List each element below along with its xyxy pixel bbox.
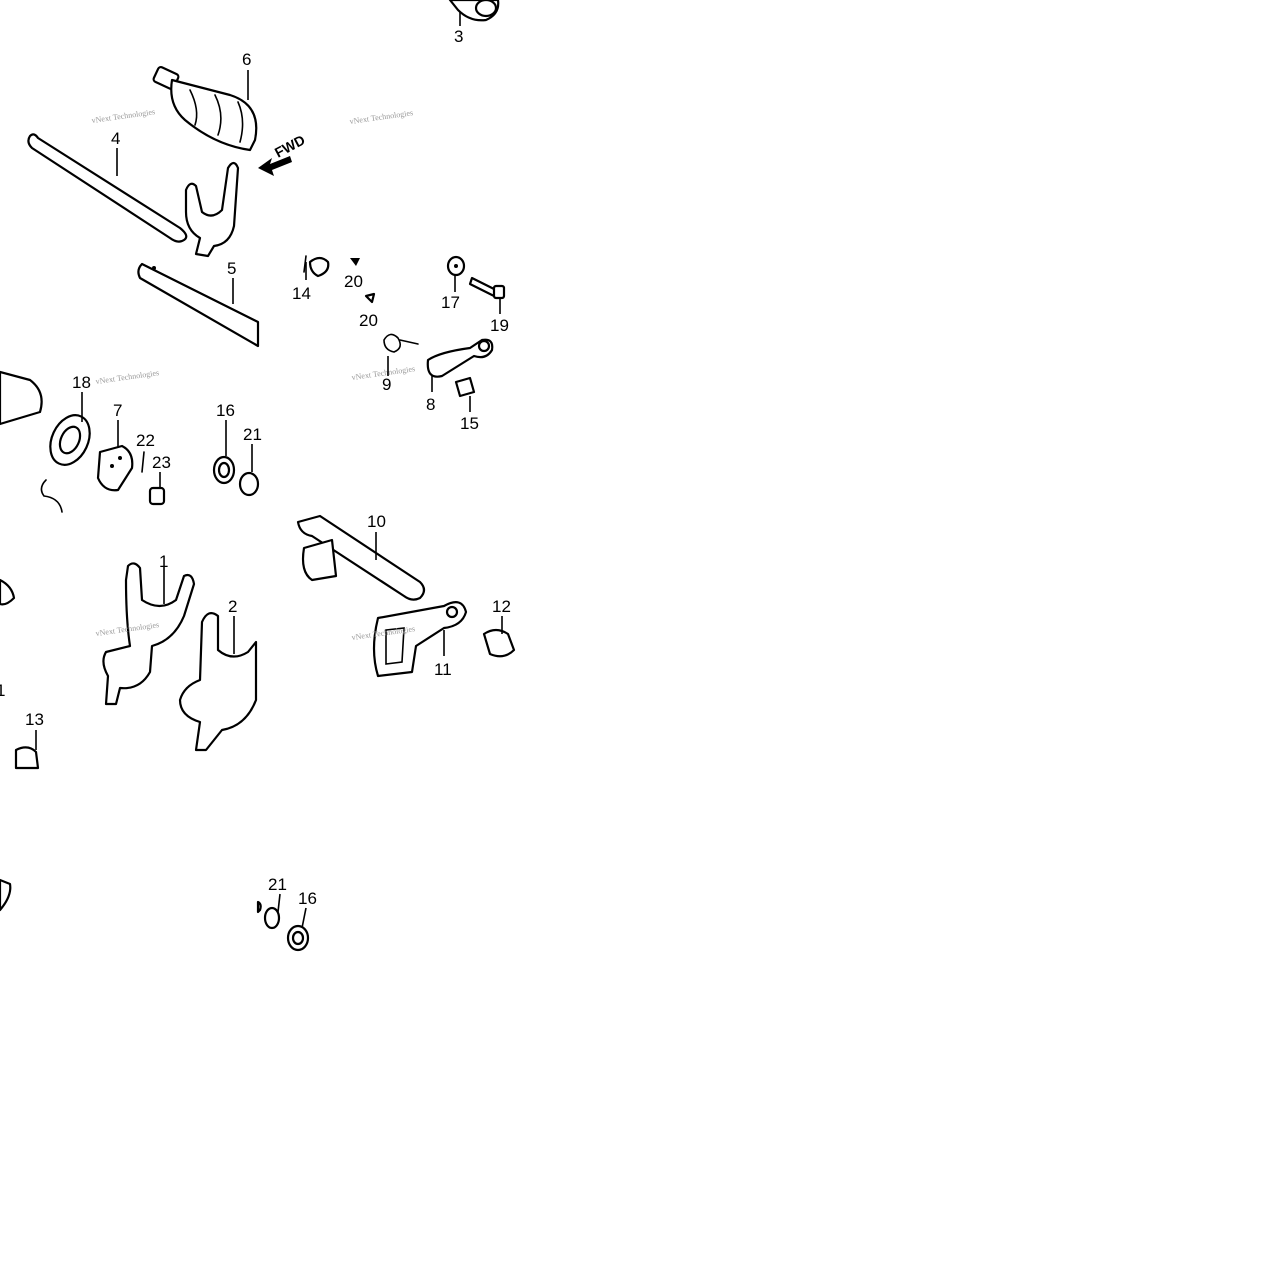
callout-23: 23 (152, 453, 171, 472)
part-3 (448, 0, 500, 22)
watermark-2: vNext Technologies (95, 368, 160, 386)
callout-1-left: 1 (0, 681, 5, 700)
callout-16-bottom: 16 (298, 889, 317, 908)
callout-18: 18 (72, 373, 91, 392)
fork-shaft (27, 133, 188, 243)
guide-bar (137, 262, 260, 348)
callout-16-top: 16 (216, 401, 235, 420)
shift-drum (152, 65, 258, 152)
washers-top (212, 455, 260, 497)
callout-1: 1 (159, 552, 168, 571)
callout-21-bottom: 21 (268, 875, 287, 894)
callout-2: 2 (228, 597, 237, 616)
callout-10: 10 (367, 512, 386, 531)
watermark-3: vNext Technologies (349, 108, 414, 126)
shift-forks (0, 562, 258, 770)
callout-14: 14 (292, 284, 311, 303)
callout-21-top: 21 (243, 425, 262, 444)
callout-4: 4 (111, 129, 120, 148)
leader-lines (35, 12, 503, 929)
callout-9: 9 (382, 375, 391, 394)
shift-spindle (296, 514, 516, 678)
stopper-arm-parts (303, 255, 506, 398)
callout-15: 15 (460, 414, 479, 433)
callout-3: 3 (454, 27, 463, 46)
callout-22: 22 (136, 431, 155, 450)
tile-bottom (0, 878, 310, 952)
callout-6: 6 (242, 50, 251, 69)
callout-7: 7 (113, 401, 122, 420)
shift-fork-a (184, 161, 240, 258)
callout-17: 17 (441, 293, 460, 312)
tile-top-right: vNext Technologies vNext Technologies (303, 108, 506, 398)
callout-12: 12 (492, 597, 511, 616)
callout-19: 19 (490, 316, 509, 335)
bearing-assembly (0, 370, 166, 513)
callout-11: 11 (434, 660, 452, 679)
callout-20-lower: 20 (359, 311, 378, 330)
fwd-arrow: FWD (258, 132, 308, 176)
watermark-1: vNext Technologies (91, 107, 156, 125)
callout-numbers: 6 4 5 18 7 22 23 16 21 3 14 20 20 17 19 … (0, 27, 511, 908)
callout-13: 13 (25, 710, 44, 729)
callout-8: 8 (426, 395, 435, 414)
tile-middle: vNext Technologies vNext Technologies (0, 514, 516, 770)
callout-20-upper: 20 (344, 272, 363, 291)
callout-5: 5 (227, 259, 236, 278)
